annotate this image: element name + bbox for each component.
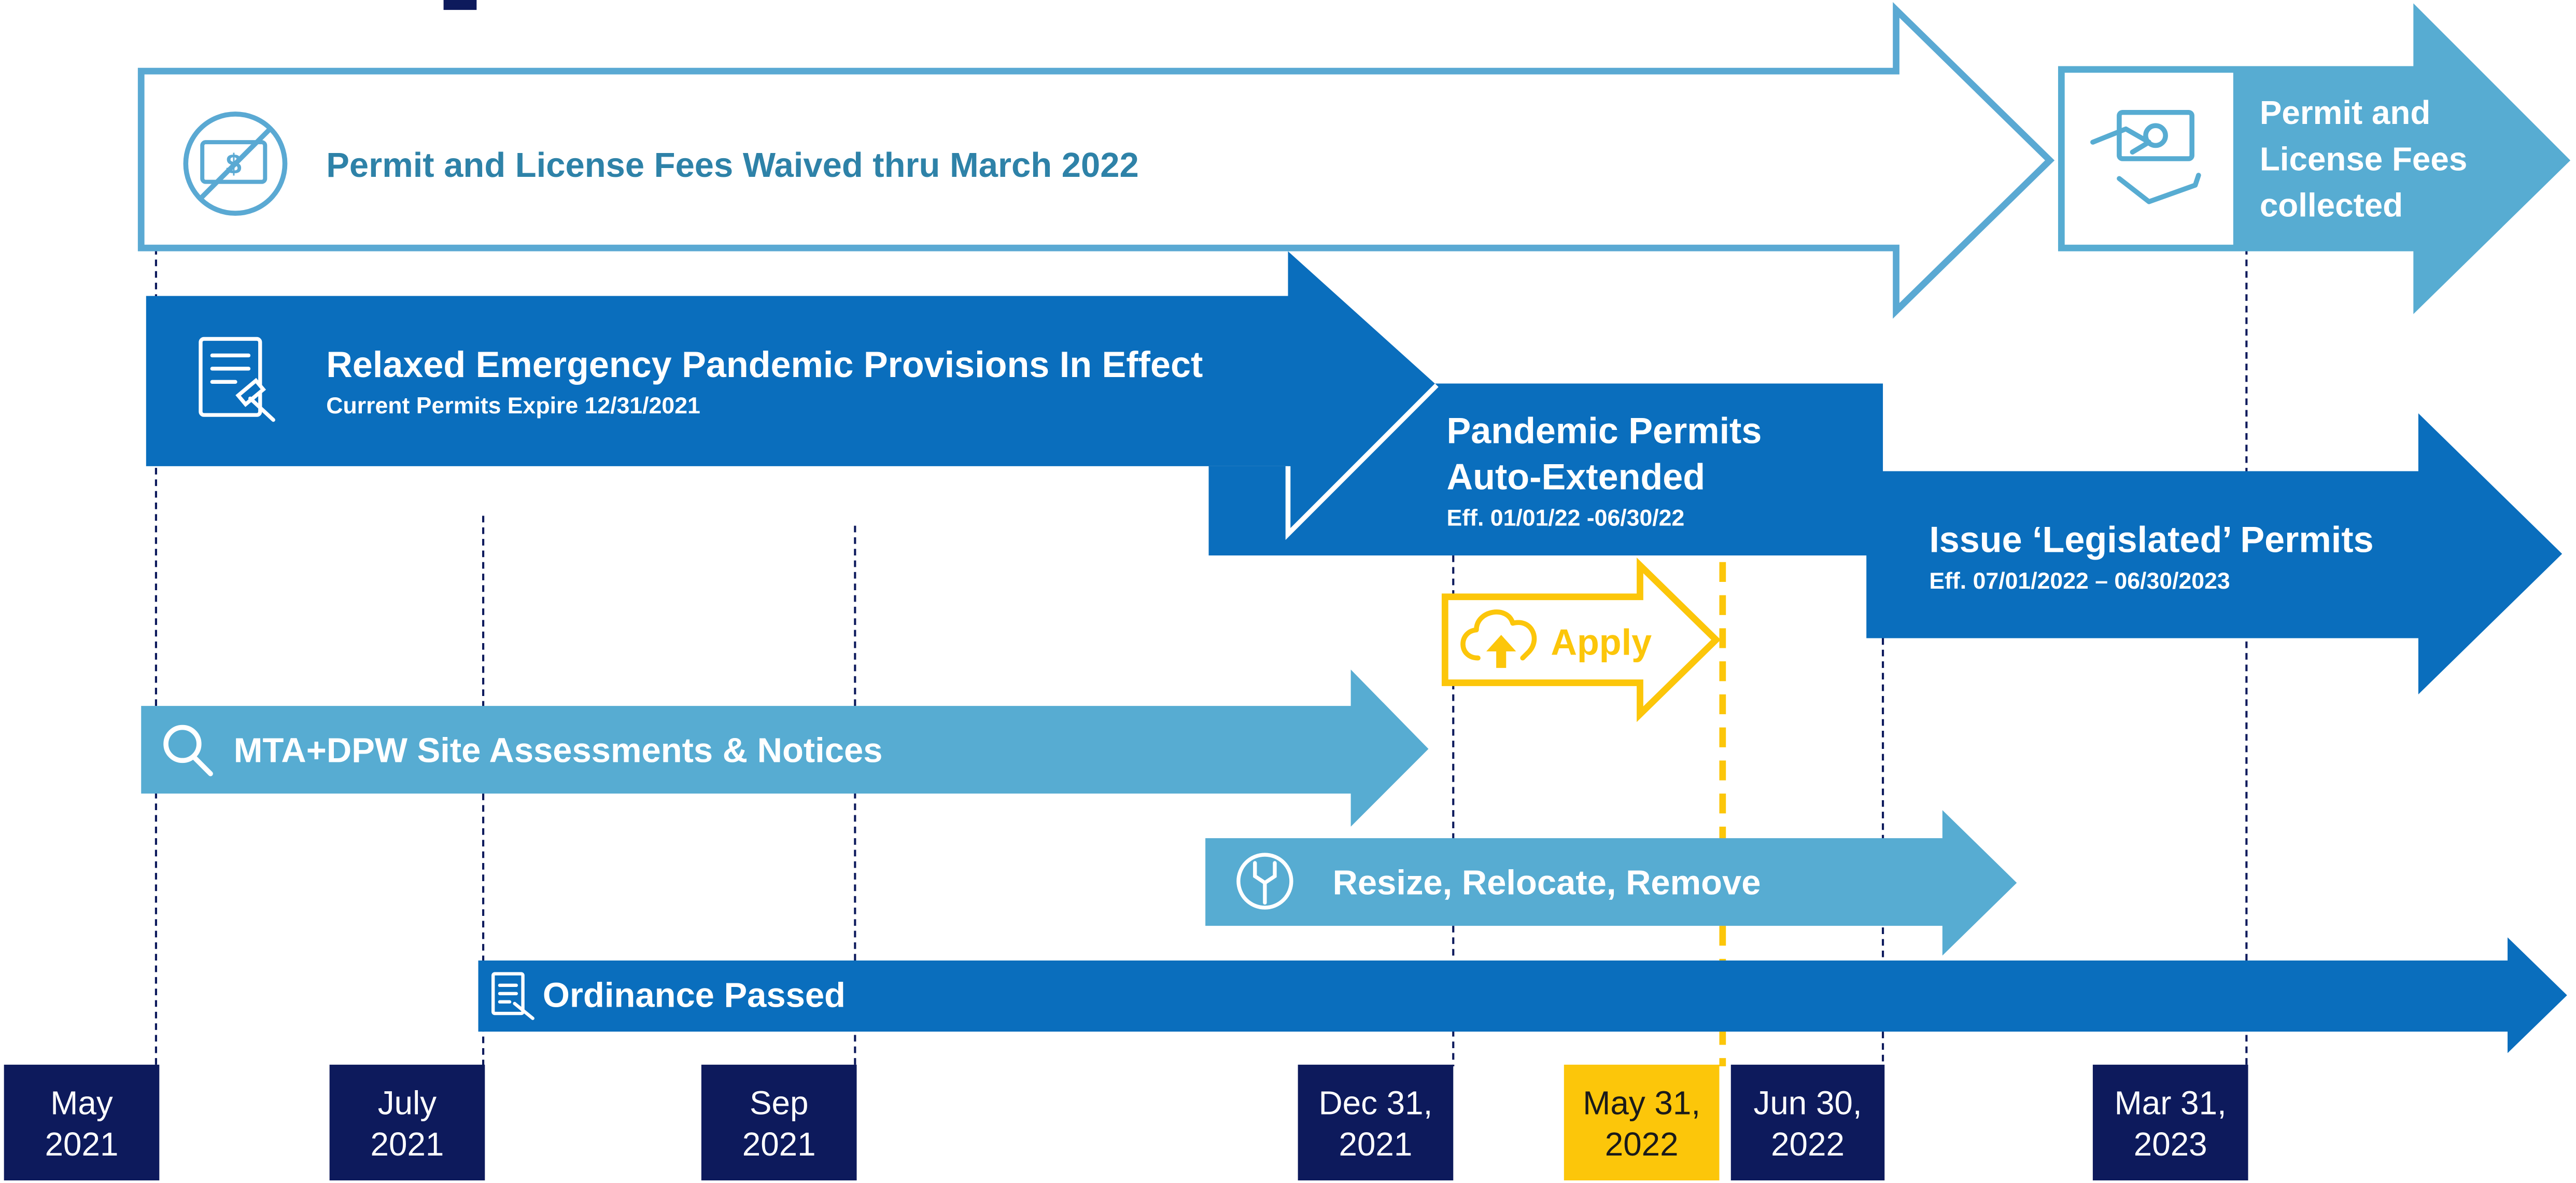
timeline-date-box: July 2021	[329, 1064, 485, 1183]
resize-arrow: Resize, Relocate, Remove	[1205, 810, 2017, 956]
pandemic-line1: Pandemic Permits	[1447, 410, 1762, 451]
timeline-date-box: Dec 31, 2021	[1298, 1064, 1454, 1183]
ordinance-arrow: Ordinance Passed	[478, 937, 2567, 1053]
timeline-date-box: Sep 2021	[701, 1064, 857, 1183]
fees-waived-arrow: $ Permit and License Fees Waived thru Ma…	[137, 2, 2055, 319]
timeline-date-line2: 2021	[742, 1125, 816, 1163]
fees-waived-label: Permit and License Fees Waived thru Marc…	[326, 146, 1138, 185]
site-assessments-arrow: MTA+DPW Site Assessments & Notices	[141, 670, 1429, 827]
pandemic-line2: Auto-Extended	[1447, 457, 1706, 497]
relaxed-title: Relaxed Emergency Pandemic Provisions In…	[326, 344, 1203, 385]
pandemic-permits-box: Pandemic Permits Auto-Extended Eff. 01/0…	[1208, 383, 1883, 556]
timeline-box-background	[1730, 1064, 1885, 1183]
fees-collected-line2: License Fees	[2260, 140, 2467, 177]
fees-collected-line3: collected	[2260, 187, 2403, 224]
pandemic-subtitle: Eff. 01/01/22 -06/30/22	[1447, 506, 1685, 531]
timeline-box-background	[2092, 1064, 2248, 1183]
timeline-date-line2: 2021	[371, 1125, 444, 1163]
timeline-box-background	[329, 1064, 485, 1183]
timeline: May 2021 July 2021 Sep 2021 Dec 31, 2021 May 31,…	[4, 1064, 2248, 1183]
legislated-subtitle: Eff. 07/01/2022 – 06/30/2023	[1929, 568, 2230, 594]
timeline-date-line1: Dec 31,	[1319, 1084, 1433, 1121]
apply-arrow: Apply	[1441, 558, 1721, 722]
timeline-date-line2: 2022	[1771, 1125, 1845, 1163]
document-gavel-icon	[199, 337, 275, 422]
cloud-upload-icon	[1460, 609, 1537, 668]
timeline-date-box: May 2021	[4, 1064, 160, 1183]
document-pen-icon	[491, 972, 534, 1020]
fees-collected-line1: Permit and	[2260, 94, 2430, 131]
fees-collected-arrow: Permit and License Fees collected	[2058, 3, 2571, 314]
timeline-date-line2: 2021	[45, 1125, 119, 1163]
no-money-icon: $	[183, 112, 288, 216]
timeline-date-line2: 2022	[1605, 1125, 1679, 1163]
timeline-box-background	[1564, 1064, 1720, 1183]
timeline-box-background	[1298, 1064, 1454, 1183]
timeline-date-line1: May	[50, 1084, 113, 1121]
timeline-date-line1: Mar 31,	[2115, 1084, 2227, 1121]
timeline-date-line1: July	[378, 1084, 437, 1121]
timeline-box-background	[4, 1064, 160, 1183]
title-fragment	[443, 0, 477, 10]
relaxed-provisions-arrow: Relaxed Emergency Pandemic Provisions In…	[146, 251, 1437, 534]
legislated-title: Issue ‘Legislated’ Permits	[1929, 520, 2373, 560]
timeline-date-line2: 2023	[2134, 1125, 2207, 1163]
ordinance-label: Ordinance Passed	[543, 976, 846, 1014]
timeline-box-background	[701, 1064, 857, 1183]
timeline-date-box: Jun 30, 2022	[1730, 1064, 1885, 1183]
wrench-gear-icon	[1236, 853, 1293, 910]
resize-label: Resize, Relocate, Remove	[1333, 864, 1761, 902]
timeline-date-box: Mar 31, 2023	[2092, 1064, 2248, 1183]
search-icon	[163, 725, 213, 776]
timeline-date-line1: Sep	[750, 1084, 808, 1121]
timeline-date-line2: 2021	[1339, 1125, 1413, 1163]
relaxed-subtitle: Current Permits Expire 12/31/2021	[326, 393, 700, 419]
legislated-permits-arrow: Issue ‘Legislated’ Permits Eff. 07/01/20…	[1866, 413, 2563, 694]
timeline-date-line1: May 31,	[1583, 1084, 1700, 1121]
timeline-date-line1: Jun 30,	[1753, 1084, 1862, 1121]
apply-label: Apply	[1551, 622, 1652, 662]
cash-hand-icon	[2090, 109, 2201, 204]
site-assessments-label: MTA+DPW Site Assessments & Notices	[234, 731, 883, 770]
timeline-date-box: May 31, 2022	[1564, 1064, 1720, 1183]
